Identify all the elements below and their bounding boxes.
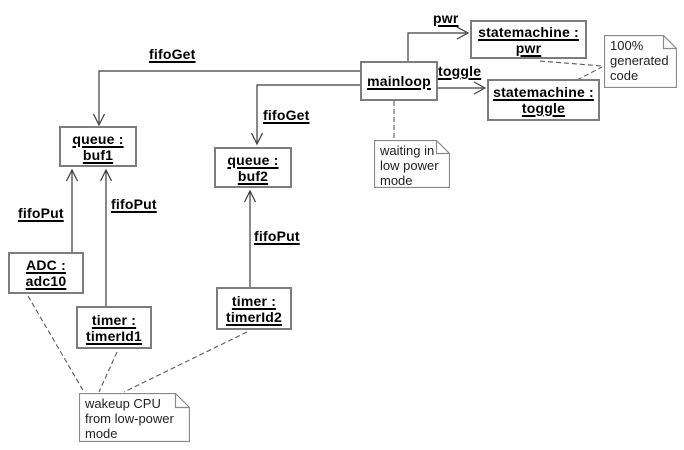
object-statemachine-toggle: statemachine : toggle	[487, 79, 600, 121]
note-outline	[79, 393, 190, 442]
note-wakeup-text: wakeup CPU from low-power mode	[85, 396, 174, 441]
link-mainloop-buf2-fifoget	[250, 84, 360, 146]
object-queue-buf1: queue : buf1	[59, 126, 137, 167]
link-mainloop-statemachine-toggle	[438, 81, 487, 95]
arrowhead-down-buf1	[92, 113, 106, 127]
anchor-adc-wakeup-note	[27, 295, 85, 393]
note-wakeup: wakeup CPU from low-power mode	[79, 393, 190, 442]
object-statemachine-toggle-type: statemachine :	[493, 84, 594, 100]
note-waiting-text: waiting in low power mode	[380, 143, 439, 188]
object-timer-timerid1-name: timerId1	[85, 327, 143, 344]
anchor-timer2-wakeup-note	[123, 331, 248, 393]
object-statemachine-toggle-name: toggle	[521, 100, 566, 116]
note-outline	[604, 35, 677, 88]
arrowhead-down-buf2	[250, 132, 264, 146]
link-label-toggle: toggle	[438, 63, 482, 79]
object-queue-buf2: queue : buf2	[214, 147, 292, 188]
object-queue-buf1-type: queue :	[72, 130, 124, 147]
object-timer-timerid1: timer : timerId1	[76, 306, 152, 349]
link-label-fifoget-buf1: fifoGet	[149, 46, 196, 62]
note-generated-code: 100% generated code	[604, 35, 677, 88]
note-outline	[374, 140, 450, 188]
link-timer2-buf2-fifoput	[243, 189, 257, 287]
arrowhead-right-pwr	[456, 26, 470, 40]
link-adc-buf1-fifoput	[65, 168, 79, 252]
arrowhead-up-timer1	[99, 168, 113, 182]
link-mainloop-statemachine-pwr	[407, 26, 470, 61]
object-timer-timerid1-type: timer :	[91, 311, 137, 328]
note-generated-code-text: 100% generated code	[610, 38, 669, 83]
anchor-timer1-wakeup-note	[98, 351, 118, 393]
object-timer-timerid2: timer : timerId2	[216, 287, 292, 330]
object-queue-buf2-name: buf2	[237, 167, 269, 184]
note-waiting: waiting in low power mode	[374, 140, 450, 188]
link-mainloop-buf1-fifoget	[92, 70, 360, 127]
anchor-statemachine-pwr-generated-note	[539, 60, 603, 67]
object-adc-adc10-type: ADC :	[26, 257, 66, 273]
anchor-statemachine-toggle-generated-note	[576, 66, 603, 81]
object-adc-adc10-name: adc10	[25, 273, 67, 289]
arrowhead-right-toggle	[473, 81, 487, 95]
link-timer1-buf1-fifoput	[99, 168, 113, 306]
arrowhead-up-timer2	[243, 189, 257, 203]
link-label-fifoput-adc: fifoPut	[18, 205, 64, 221]
object-statemachine-pwr-type: statemachine :	[478, 23, 579, 40]
arrowhead-up-adc	[65, 168, 79, 182]
object-adc-adc10: ADC : adc10	[8, 252, 84, 294]
object-mainloop: mainloop	[360, 61, 438, 101]
object-queue-buf1-name: buf1	[82, 146, 114, 163]
object-statemachine-pwr: statemachine : pwr	[470, 20, 587, 59]
object-timer-timerid2-name: timerId2	[225, 308, 283, 325]
link-label-pwr: pwr	[433, 10, 459, 26]
object-statemachine-pwr-name: pwr	[515, 39, 542, 56]
object-queue-buf2-type: queue :	[227, 151, 279, 168]
link-label-fifoget-buf2: fifoGet	[263, 107, 310, 123]
link-label-fifoput-timer1: fifoPut	[111, 196, 157, 212]
link-label-fifoput-timer2: fifoPut	[254, 228, 300, 244]
object-timer-timerid2-type: timer :	[231, 292, 277, 309]
object-mainloop-label: mainloop	[367, 73, 431, 89]
